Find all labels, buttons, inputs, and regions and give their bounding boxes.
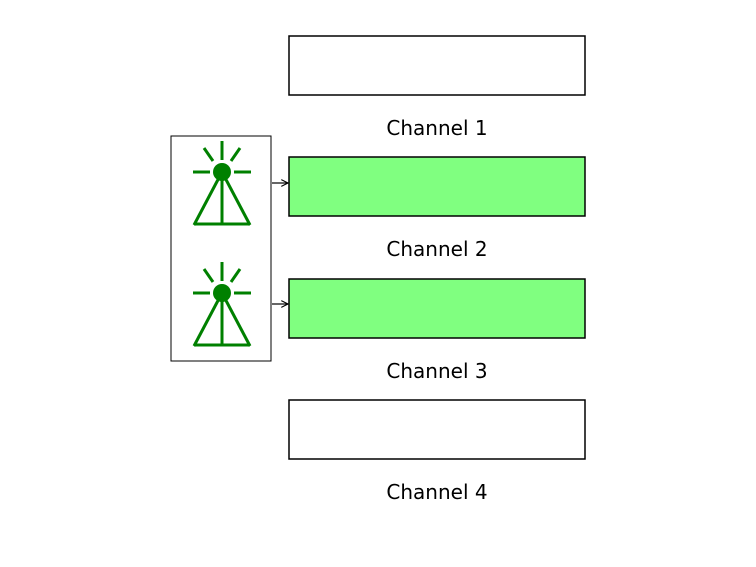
channel-2-label: Channel 2 [386,237,487,261]
channel-1-box [288,35,586,96]
channel-3-box [288,278,586,339]
light-beacon-icon [192,141,252,226]
channel-3-label: Channel 3 [386,359,487,383]
channel-4-label: Channel 4 [386,480,487,504]
channel-4-box [288,399,586,460]
light-beacon-icon [192,262,252,347]
channel-2-box [288,156,586,217]
light-source-box [170,135,272,362]
channel-1-label: Channel 1 [386,116,487,140]
